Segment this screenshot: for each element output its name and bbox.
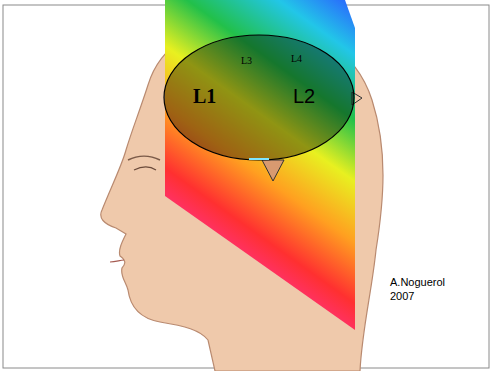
ellipse-region: L3 L4L1 L2 [163,34,355,161]
ellipse-outline [163,34,355,161]
author-note: A.Noguerol 2007 [390,276,452,304]
region-label: L1 [193,86,216,106]
region-label: L4 [291,54,302,64]
gradient-plane [165,0,355,330]
highlight-mark [249,158,269,160]
region-label: L2 [293,86,315,106]
triangle-marker [262,160,284,181]
region-label: L3 [241,56,252,66]
eye [134,167,156,170]
ellipse-shape [164,35,354,160]
lips [110,260,124,262]
brow [128,156,160,160]
